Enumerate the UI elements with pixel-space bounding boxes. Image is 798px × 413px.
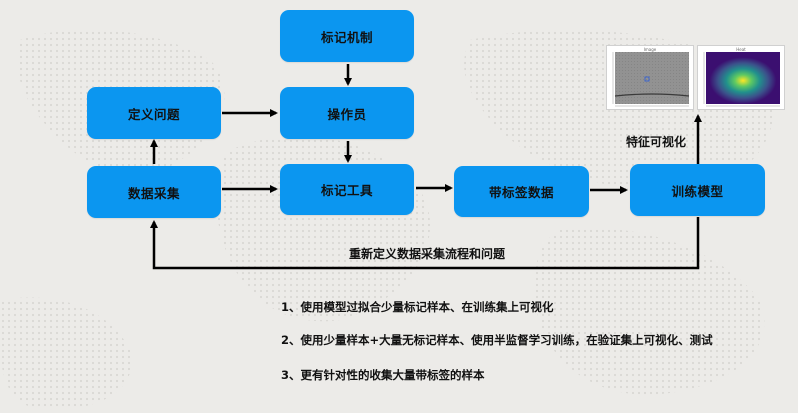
note-item-2: 2、使用少量样本+大量无标记样本、使用半监督学习训练，在验证集上可视化、测试 <box>281 333 713 347</box>
raw-image-preview <box>612 52 690 107</box>
node-data-collection-label: 数据采集 <box>127 185 180 201</box>
node-annotation-tool: 标记工具 <box>280 164 414 215</box>
node-mark-mechanism: 标记机制 <box>280 10 414 62</box>
node-operator-label: 操作员 <box>327 106 367 122</box>
raw-image-thumbnail: Image <box>606 45 694 110</box>
heatmap-thumbnail: Heat <box>697 45 785 110</box>
heatmap-preview <box>703 52 780 107</box>
node-train-model: 训练模型 <box>630 164 765 216</box>
node-define-problem-label: 定义问题 <box>127 106 180 122</box>
note-item-3: 3、更有针对性的收集大量带标签的样本 <box>281 368 485 382</box>
redefine-loop-label: 重新定义数据采集流程和问题 <box>349 247 506 261</box>
node-annotation-tool-label: 标记工具 <box>320 183 373 198</box>
node-data-collection: 数据采集 <box>87 166 221 218</box>
node-mark-mechanism-label: 标记机制 <box>320 29 373 45</box>
node-define-problem: 定义问题 <box>87 87 221 139</box>
arrow-feedback-loop <box>150 217 700 270</box>
node-operator: 操作员 <box>280 87 414 139</box>
node-labeled-data: 带标签数据 <box>454 166 589 217</box>
note-item-1: 1、使用模型过拟合少量标记样本、在训练集上可视化 <box>281 300 554 314</box>
node-train-model-label: 训练模型 <box>671 183 724 199</box>
raw-image-thumbnail-title: Image <box>643 47 657 52</box>
feature-visualization-label: 特征可视化 <box>626 135 687 149</box>
heatmap-thumbnail-title: Heat <box>736 47 746 52</box>
node-labeled-data-label: 带标签数据 <box>488 185 554 200</box>
